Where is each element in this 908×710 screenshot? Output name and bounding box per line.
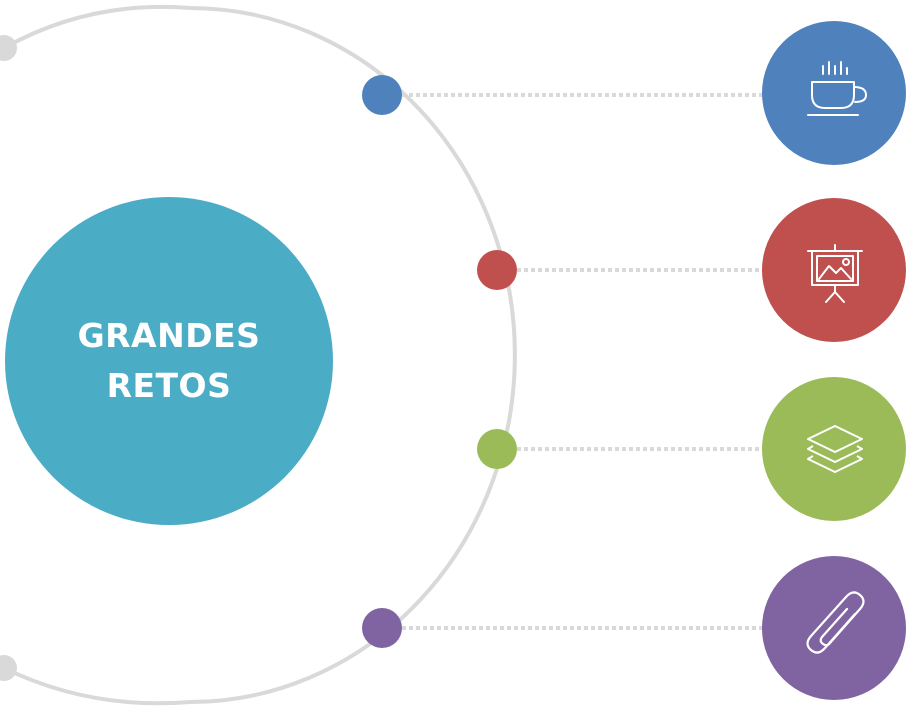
connector-lines <box>402 93 765 630</box>
center-title: GRANDES RETOS <box>6 196 332 526</box>
presentation-board-icon <box>807 244 863 303</box>
node-dot-2 <box>477 250 517 290</box>
arc-end-bottom <box>0 655 17 681</box>
icon-circle-1 <box>762 21 906 165</box>
node-dot-4 <box>362 608 402 648</box>
node-dot-1 <box>362 75 402 115</box>
icon-circle-4 <box>762 556 906 700</box>
center-title-line-2: RETOS <box>106 366 232 405</box>
arc-end-top <box>0 35 17 61</box>
coffee-cup-icon <box>807 61 867 116</box>
orbit-arc <box>3 4 517 706</box>
node-dot-3 <box>477 429 517 469</box>
center-title-line-1: GRANDES <box>77 316 261 355</box>
layers-icon <box>807 425 863 473</box>
icon-circle-3 <box>762 377 906 521</box>
center-circle <box>5 197 333 525</box>
paperclip-icon <box>806 591 865 654</box>
